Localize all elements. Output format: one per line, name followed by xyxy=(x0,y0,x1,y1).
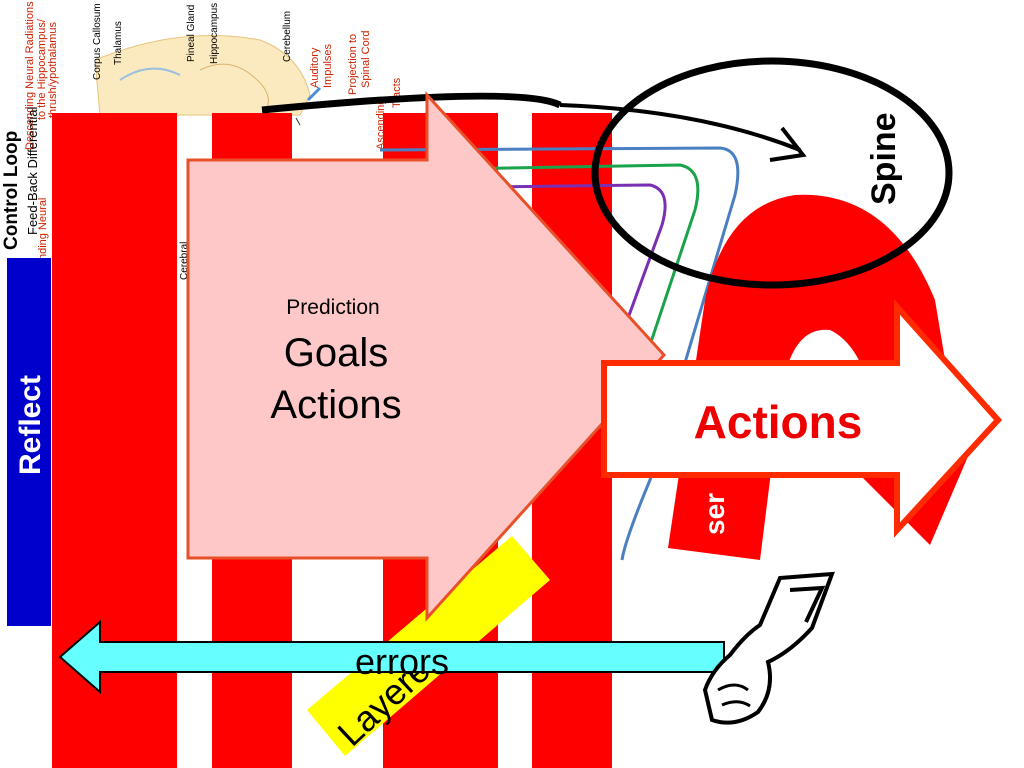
impulse-arrow xyxy=(306,86,322,102)
prediction-arrow-shape xyxy=(186,91,667,622)
feedback-differential-label: Feed-Back Differential xyxy=(25,107,40,235)
spine-loop: Spine xyxy=(261,57,953,289)
errors-arrow: errors xyxy=(58,619,725,695)
prediction-actions-label: Actions xyxy=(270,383,401,427)
reflect-bar xyxy=(7,258,51,626)
tract-purple xyxy=(399,183,667,341)
spine-ellipse xyxy=(591,57,953,289)
control-loop-labels: Control Loop Feed-Back Differential ndin… xyxy=(1,107,49,260)
label-descending-neural: Descending Neural Radiations xyxy=(24,1,36,150)
hand-pointing-icon xyxy=(702,571,835,725)
ending-neural-label: nding Neural xyxy=(37,198,49,260)
label-pineal-gland: Pineal Gland xyxy=(186,5,197,62)
goals-label: Goals xyxy=(284,331,389,375)
label-auditory: Auditory xyxy=(309,47,321,88)
actions-arrow: Actions xyxy=(601,299,1003,538)
brain-vessel xyxy=(119,67,181,81)
label-to-hippocampus: to the Hippocampus/ xyxy=(36,18,48,120)
brain-fold xyxy=(199,63,269,113)
actions-arrow-shape xyxy=(601,299,1003,538)
pointer-line xyxy=(295,117,301,126)
prediction-label: Prediction xyxy=(286,296,379,319)
brain-illustration xyxy=(94,35,322,126)
tract-blue xyxy=(379,146,740,561)
neural-tracts xyxy=(379,146,740,561)
spine-inner-arrow-line xyxy=(559,103,801,152)
label-tracts: Tracts xyxy=(391,77,403,108)
spine-arrowhead xyxy=(769,126,807,162)
brain-shape xyxy=(94,35,311,116)
label-cerebral: Cerebral xyxy=(179,242,190,280)
errors-arrow-shape xyxy=(58,619,725,695)
hand-cuff-lines xyxy=(789,585,826,623)
label-corpus-callosum: Corpus Callosum xyxy=(92,3,103,80)
spine-connector-line xyxy=(261,92,562,114)
hand-finger-lines xyxy=(717,683,751,708)
actions-label: Actions xyxy=(694,396,863,448)
prediction-arrow: Prediction Goals Actions xyxy=(186,91,667,622)
reflect-label: Reflect xyxy=(14,375,47,475)
errors-label: errors xyxy=(355,641,449,682)
label-spinal-cord: Spinal Cord xyxy=(360,31,372,88)
control-loop-title: Control Loop xyxy=(1,131,22,250)
label-thalamus: Thalamus xyxy=(113,21,124,65)
label-hypothalamus: thrush/ypothalamus xyxy=(47,22,59,118)
sensory-label: ser xyxy=(699,493,730,535)
tract-green xyxy=(389,163,700,421)
label-hippocampus: Hippocampus xyxy=(209,3,220,64)
label-impulses: Impulses xyxy=(322,43,334,88)
label-cerebellum: Cerebellum xyxy=(282,11,293,62)
spine-label: Spine xyxy=(865,112,903,205)
label-projection-to: Projection to xyxy=(347,34,359,95)
